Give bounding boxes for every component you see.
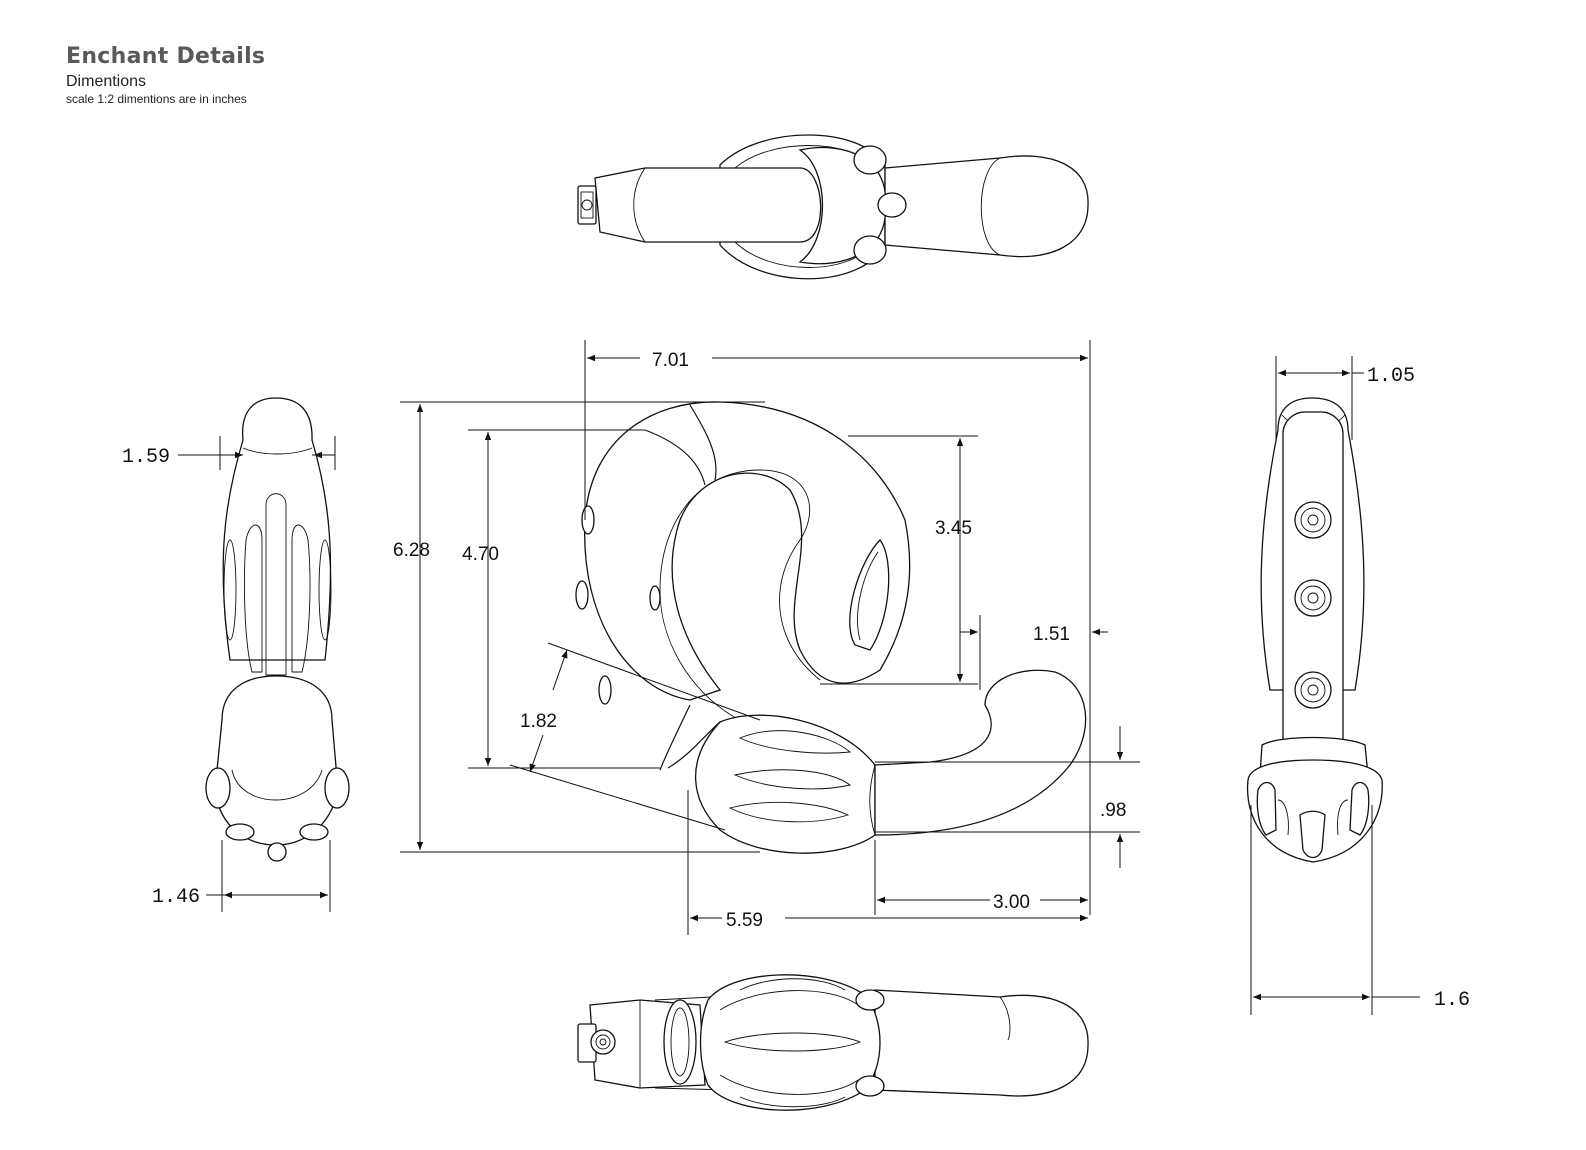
dim-shaft-thickness: .98 — [1100, 800, 1126, 821]
page-title: Enchant Details — [66, 44, 266, 69]
dim-inner-height: 3.45 — [935, 518, 972, 539]
left-view: 1.59 1.46 — [122, 397, 350, 912]
dim-height-overall: 6.28 — [393, 540, 430, 561]
dim-width-overall: 7.01 — [652, 350, 689, 371]
main-view: 7.01 6.28 4.70 3.45 1.51 1.82 .98 — [393, 340, 1140, 935]
dim-handle-angle: 1.82 — [520, 711, 557, 732]
scale-note: scale 1:2 dimentions are in inches — [66, 92, 247, 106]
dim-right-top-width: 1.05 — [1367, 365, 1415, 388]
right-view: 1.05 1.6 — [1246, 356, 1470, 1015]
dim-left-top-width: 1.59 — [122, 446, 170, 469]
page-subtitle: Dimentions — [66, 73, 147, 90]
bottom-view — [577, 974, 1089, 1111]
dim-height-ring: 4.70 — [462, 544, 499, 565]
header: Enchant Details Dimentions scale 1:2 dim… — [66, 44, 265, 106]
dim-shaft-length: 3.00 — [993, 892, 1030, 913]
dim-body-width: 5.59 — [726, 910, 763, 931]
dim-right-bottom-width: 1.6 — [1434, 989, 1470, 1012]
dim-shaft-offset: 1.51 — [1033, 624, 1070, 645]
dim-left-bottom-width: 1.46 — [152, 886, 200, 909]
top-view — [577, 134, 1089, 280]
